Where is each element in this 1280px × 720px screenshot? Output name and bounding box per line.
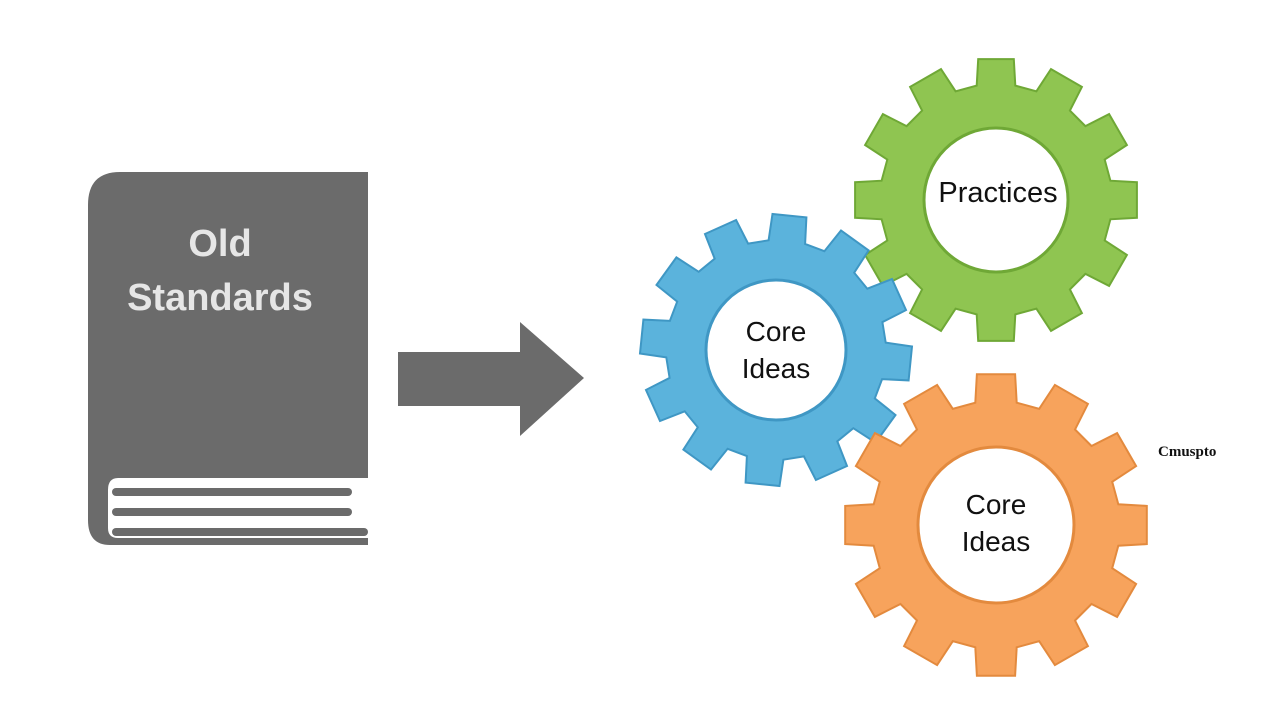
book-title-line2: Standards (127, 277, 313, 319)
gear-core-ideas-orange: Core Ideas (844, 373, 1148, 677)
gear-core-ideas-orange-line1: Core (966, 489, 1027, 520)
gear-core-ideas-blue-line1: Core (746, 316, 807, 347)
gear-practices-hub (922, 126, 1070, 274)
gear-core-ideas-orange-line2: Ideas (962, 526, 1031, 557)
book-page-line (112, 488, 352, 496)
old-standards-book: Old Standards (88, 172, 368, 545)
transition-arrow (398, 322, 584, 436)
gear-core-ideas-blue-hub (704, 278, 848, 422)
book-page-line (112, 508, 352, 516)
gear-practices-label: Practices (938, 177, 1057, 209)
gear-practices: Practices (854, 58, 1138, 342)
side-note-label: Cmusptо (1158, 444, 1216, 460)
book-cover (88, 172, 368, 545)
book-title-line1: Old (188, 223, 251, 265)
gear-core-ideas-blue-line2: Ideas (742, 353, 811, 384)
gear-core-ideas-blue: Core Ideas (638, 212, 914, 488)
gear-core-ideas-orange-hub (916, 445, 1076, 605)
book-page-line (112, 528, 368, 536)
